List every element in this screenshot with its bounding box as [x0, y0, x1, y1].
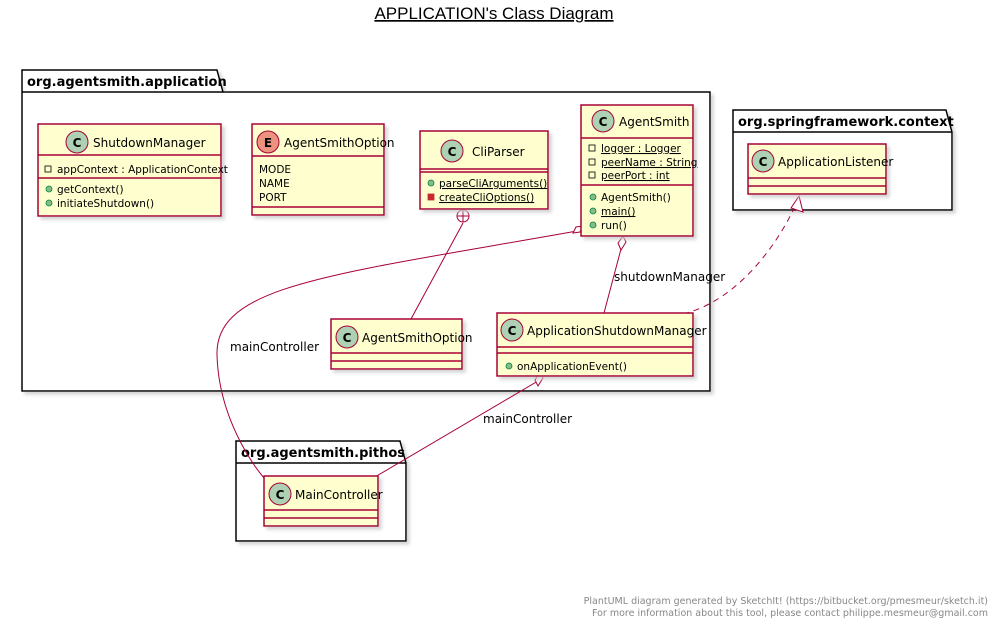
method: run() — [601, 220, 627, 232]
relation-label-shutdownmanager: shutdownManager — [614, 270, 725, 284]
class-name: MainController — [295, 488, 383, 502]
class-icon — [440, 139, 464, 163]
field: peerPort : int — [601, 170, 670, 182]
class-shutdown-manager: C ShutdownManager appContext : Applicati… — [37, 123, 228, 217]
enum-value: NAME — [259, 178, 290, 190]
field: appContext : ApplicationContext — [57, 164, 228, 176]
public-method-icon — [45, 199, 53, 207]
public-method-icon — [505, 362, 513, 370]
public-method-icon — [589, 207, 597, 215]
class-icon — [268, 482, 292, 506]
class-name: ShutdownManager — [93, 136, 206, 150]
class-icon-letter: C — [448, 145, 457, 159]
footer-line-1: PlantUML diagram generated by SketchIt! … — [584, 596, 988, 607]
private-method-icon — [427, 193, 435, 201]
package-pithos-label: org.agentsmith.pithos — [241, 446, 405, 461]
class-name: AgentSmith — [619, 115, 689, 129]
method: initiateShutdown() — [57, 198, 154, 210]
relation-label-maincontroller-bottom: mainController — [483, 412, 572, 426]
class-name: AgentSmithOption — [362, 331, 473, 345]
class-icon-letter: C — [73, 136, 82, 150]
enum-name: AgentSmithOption — [284, 136, 395, 150]
private-field-icon — [588, 158, 596, 166]
package-application-label: org.agentsmith.application — [27, 75, 227, 90]
enum-agent-smith-option: E AgentSmithOption MODE NAME PORT — [251, 123, 395, 216]
class-icon — [500, 318, 524, 342]
class-application-shutdown-manager: C ApplicationShutdownManager onApplicati… — [496, 312, 707, 377]
field: peerName : String — [601, 157, 697, 169]
enum-value: PORT — [259, 192, 287, 204]
class-icon — [335, 325, 359, 349]
class-icon-letter: C — [508, 324, 517, 338]
class-name: ApplicationShutdownManager — [527, 324, 707, 338]
method: onApplicationEvent() — [517, 361, 627, 373]
class-application-listener: C ApplicationListener — [747, 143, 893, 195]
package-spring-label: org.springframework.context — [738, 115, 954, 130]
private-field-icon — [588, 171, 596, 179]
realization-arrow-icon — [790, 194, 804, 213]
enum-value: MODE — [259, 164, 291, 176]
relation-label-maincontroller-left: mainController — [230, 340, 319, 354]
method: AgentSmith() — [601, 192, 671, 204]
field: logger : Logger — [601, 143, 682, 155]
class-icon — [591, 109, 615, 133]
public-method-icon — [589, 193, 597, 201]
class-main-controller: C MainController — [263, 475, 383, 527]
enum-icon — [256, 130, 280, 154]
private-field-icon — [588, 144, 596, 152]
class-icon-letter: C — [343, 331, 352, 345]
class-cli-parser: C CliParser parseCliArguments() createCl… — [419, 130, 549, 210]
class-icon — [751, 149, 775, 173]
class-name: CliParser — [472, 145, 525, 159]
private-field-icon — [44, 165, 52, 173]
class-agent-smith: C AgentSmith logger : Logger peerName : … — [580, 104, 697, 237]
relation-agentsmith-appshutdown — [603, 235, 627, 314]
relation-appshutdown-listener — [682, 194, 804, 315]
footer-line-2: For more information about this tool, pl… — [592, 608, 988, 619]
class-icon-letter: C — [759, 155, 768, 169]
class-icon — [65, 130, 89, 154]
aggregation-diamond-icon — [617, 235, 627, 252]
method: createCliOptions() — [439, 192, 534, 204]
diagram-title: APPLICATION's Class Diagram — [374, 4, 613, 23]
class-name: ApplicationListener — [778, 155, 893, 169]
public-method-icon — [427, 179, 435, 187]
relation-cliparser-option — [410, 209, 470, 320]
class-icon-letter: C — [599, 115, 608, 129]
method: parseCliArguments() — [439, 178, 547, 190]
public-method-icon — [589, 221, 597, 229]
enum-icon-letter: E — [264, 136, 272, 150]
class-icon-letter: C — [276, 488, 285, 502]
public-method-icon — [45, 185, 53, 193]
class-agent-smith-option-inner: C AgentSmithOption — [330, 318, 473, 370]
method: getContext() — [57, 184, 124, 196]
method: main() — [601, 206, 635, 218]
